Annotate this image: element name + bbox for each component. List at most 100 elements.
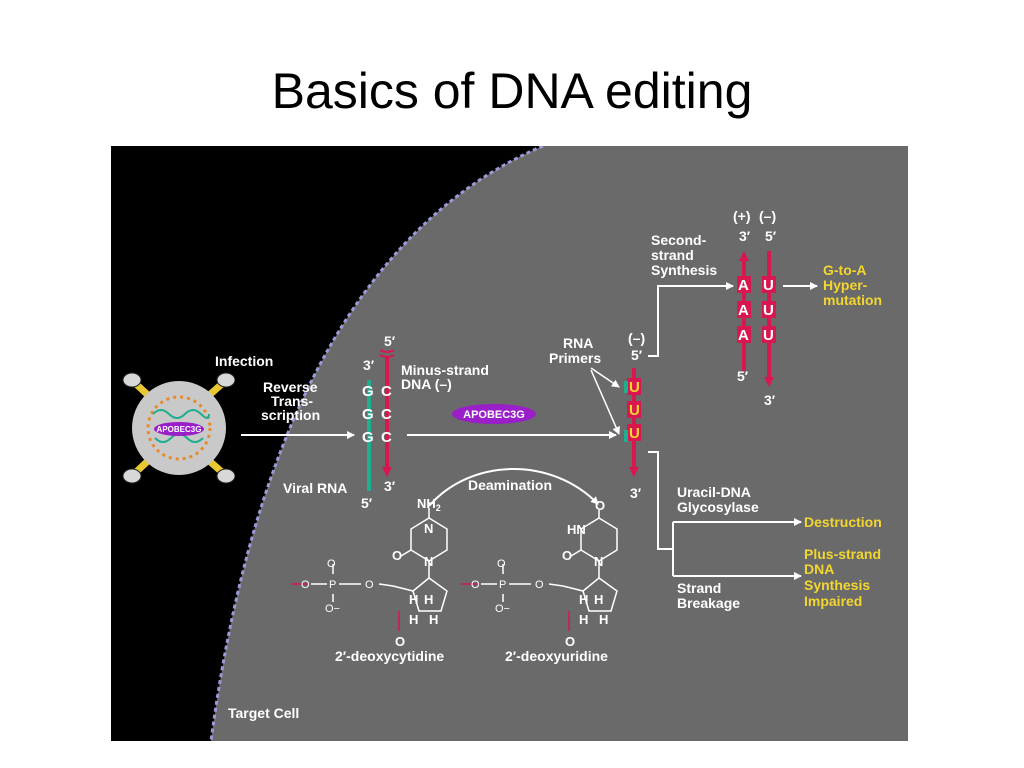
target-cell [211, 146, 908, 741]
destruction-label: Destruction [804, 514, 882, 530]
base-u4: U [763, 277, 774, 294]
minus-strand-label-2: DNA (–) [401, 376, 452, 392]
hybrid-3prime-bottom: 3′ [384, 478, 396, 494]
reverse-label: Reverse [263, 379, 318, 395]
primer-arrow-1 [590, 367, 620, 388]
strand-breakage-label-1: Strand [677, 580, 721, 596]
dna-editing-figure: APOBEC3G Infection Reverse Trans- script… [111, 144, 908, 742]
du-p-o-top: O [497, 558, 506, 570]
du-h4: H [599, 612, 608, 627]
deaminated-strand: (–) 5′ U U U 3′ [624, 330, 645, 501]
hybrid-3prime-top: 3′ [363, 357, 375, 373]
base-c1: C [381, 383, 392, 400]
apobec3g-label: APOBEC3G [463, 409, 525, 421]
minus-strand-label-1: Minus-strand [401, 362, 489, 378]
dc-h3: H [409, 612, 418, 627]
rna-primers-label-2: Primers [549, 350, 601, 366]
base-c2: C [381, 406, 392, 423]
dc-p: P [329, 579, 336, 591]
deoxyuridine-label: 2′-deoxyuridine [505, 648, 608, 664]
slide-title: Basics of DNA editing [271, 63, 753, 119]
du-o-bottom: O [565, 634, 575, 649]
base-u5: U [763, 302, 774, 319]
base-c3: C [381, 429, 392, 446]
deamination-label: Deamination [468, 477, 552, 493]
target-cell-label: Target Cell [228, 705, 299, 721]
plus-strand-label-2: DNA [804, 561, 834, 577]
viral-rna-label: Viral RNA [283, 480, 347, 496]
plus-strand-label-1: Plus-strand [804, 546, 881, 562]
deoxycytidine-label: 2′-deoxycytidine [335, 648, 444, 664]
hypermutated-duplex: (+) (–) 3′ 5′ A A A U U U 5′ 3′ [733, 208, 777, 408]
uracil-label-2: Glycosylase [677, 499, 759, 515]
duplex-3prime-bottom: 3′ [764, 392, 776, 408]
diagram-canvas: APOBEC3G Infection Reverse Trans- script… [122, 144, 908, 742]
du-o-left: O [471, 579, 480, 591]
deam-5prime: 5′ [631, 347, 643, 363]
cell-membrane [209, 144, 544, 742]
du-p: P [499, 579, 506, 591]
dc-h1: H [409, 592, 418, 607]
deam-minus-sign: (–) [628, 330, 645, 346]
rna-dna-hybrid: 5′ 3′ G G G C C C 3′ 5′ [361, 333, 396, 511]
virion: APOBEC3G [122, 372, 236, 484]
deam-3prime: 3′ [630, 485, 642, 501]
du-o-right: O [535, 579, 544, 591]
du-h3: H [579, 612, 588, 627]
dc-h4: H [429, 612, 438, 627]
dc-o-bottom: O [395, 634, 405, 649]
apobec3g-enzyme [452, 404, 536, 424]
base-u6: U [763, 327, 774, 344]
dc-o-left: O [301, 579, 310, 591]
du-h1: H [579, 592, 588, 607]
hybrid-5prime-bottom: 5′ [361, 495, 373, 511]
base-u1: U [629, 379, 640, 396]
g-to-a-label-2: Hyper- [823, 277, 868, 293]
base-u2: U [629, 402, 640, 419]
duplex-5prime-bottom: 5′ [737, 368, 749, 384]
dc-n3: N [424, 521, 433, 536]
scription-label: scription [261, 407, 320, 423]
second-strand-label-1: Second- [651, 232, 707, 248]
second-strand-label-3: Synthesis [651, 262, 717, 278]
base-a2: A [738, 302, 749, 319]
deamination-arrow [428, 468, 599, 507]
base-g2: G [362, 406, 374, 423]
dc-o-right: O [365, 579, 374, 591]
infection-label: Infection [215, 353, 273, 369]
base-u3: U [629, 425, 640, 442]
hybrid-5prime-top: 5′ [384, 333, 396, 349]
dc-n1: N [424, 554, 433, 569]
duplex-3prime-top: 3′ [739, 228, 751, 244]
minus-sign-duplex: (–) [759, 208, 776, 224]
uracil-label-1: Uracil-DNA [677, 484, 751, 500]
base-a1: A [738, 277, 749, 294]
du-hn: HN [567, 522, 586, 537]
fate-bracket [648, 451, 673, 550]
plus-strand-label-4: Impaired [804, 593, 862, 609]
primer-arrow-2 [590, 369, 620, 435]
dc-o-minus: O− [325, 603, 340, 615]
plus-strand-label-3: Synthesis [804, 577, 870, 593]
duplex-5prime-top: 5′ [765, 228, 777, 244]
deoxycytidine-structure [291, 508, 448, 631]
g-to-a-label-1: G-to-A [823, 262, 867, 278]
base-g3: G [362, 429, 374, 446]
deoxyuridine-structure [461, 510, 618, 631]
second-strand-label-2: strand [651, 247, 694, 263]
du-o-minus: O− [495, 603, 510, 615]
du-o4: O [595, 498, 605, 513]
dc-h2: H [424, 592, 433, 607]
trans-label: Trans- [271, 393, 313, 409]
base-a3: A [738, 327, 749, 344]
dc-p-o-top: O [327, 558, 336, 570]
rna-primers-label-1: RNA [563, 335, 593, 351]
base-g1: G [362, 383, 374, 400]
dc-nh2: NH2 [417, 496, 441, 513]
dc-o2: O [392, 548, 402, 563]
plus-sign: (+) [733, 208, 751, 224]
g-to-a-label-3: mutation [823, 292, 882, 308]
second-strand-arrow [648, 282, 734, 357]
strand-breakage-label-2: Breakage [677, 595, 740, 611]
du-o2: O [562, 548, 572, 563]
